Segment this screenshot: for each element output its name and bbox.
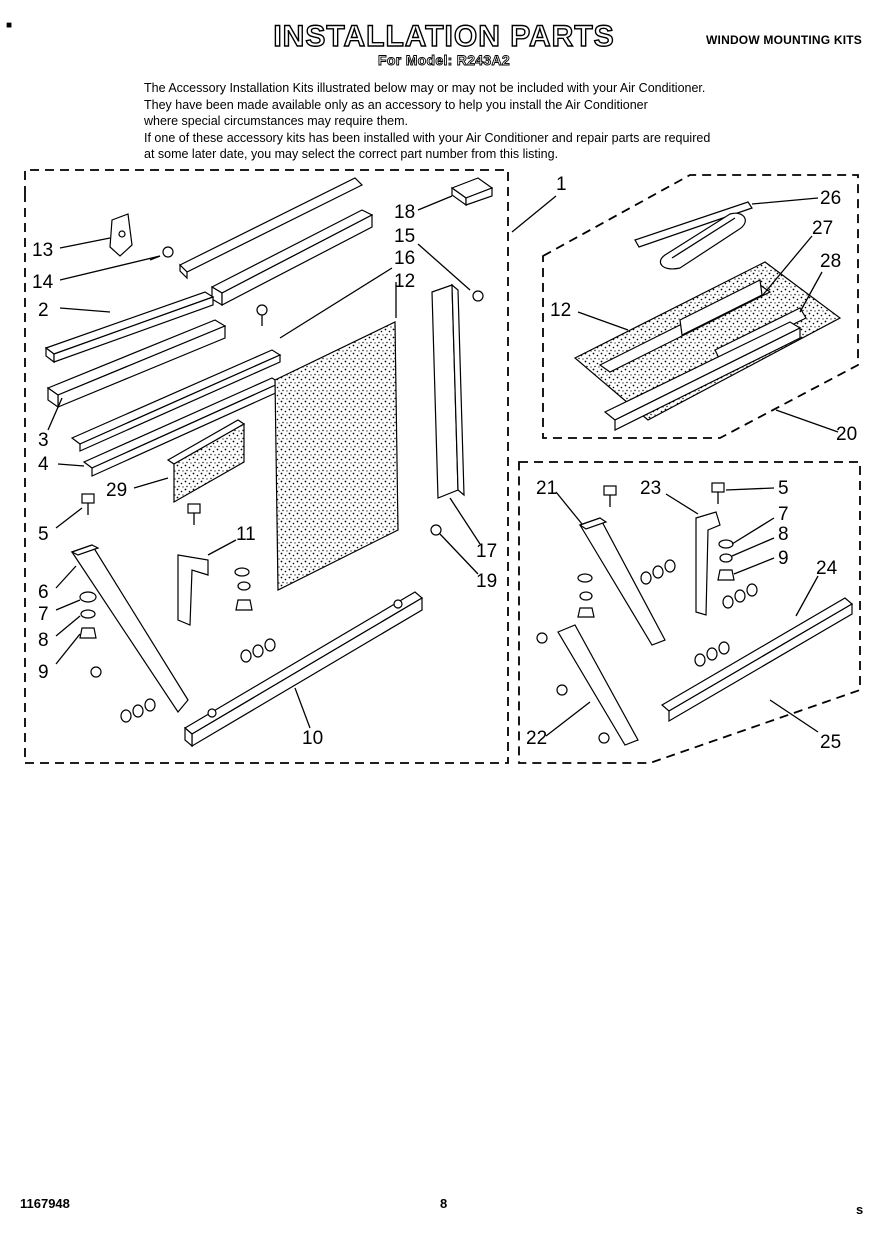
foam-block-12-kit xyxy=(573,261,842,421)
callout-5-left: 5 xyxy=(38,524,49,545)
long-bar-10 xyxy=(183,591,424,748)
top-rail-part xyxy=(178,177,364,280)
callout-28: 28 xyxy=(820,251,841,272)
cap-part-18 xyxy=(450,177,494,207)
hardware-stack-right xyxy=(536,482,758,744)
long-bar-24 xyxy=(660,597,854,723)
callout-20: 20 xyxy=(836,424,857,445)
callout-10: 10 xyxy=(302,728,323,749)
bracket-part-13 xyxy=(109,213,133,257)
screw-part-mid xyxy=(256,304,268,326)
screw-part-15 xyxy=(472,290,484,302)
callout-24: 24 xyxy=(816,558,838,579)
support-arm-22 xyxy=(557,624,639,746)
kit-boundary-bracket xyxy=(518,461,861,764)
intro-line: They have been made available only as an… xyxy=(144,97,648,112)
intro-line: at some later date, you may select the c… xyxy=(144,147,559,162)
callout-9-right: 9 xyxy=(778,548,789,569)
intro-text: The Accessory Installation Kits illustra… xyxy=(144,80,844,163)
callout-6: 6 xyxy=(38,582,49,603)
callout-19: 19 xyxy=(476,571,497,592)
footer-mark: s xyxy=(856,1202,864,1217)
callout-22: 22 xyxy=(526,728,547,749)
callout-14: 14 xyxy=(32,272,54,293)
foam-panel-12 xyxy=(274,321,399,591)
callout-1: 1 xyxy=(556,174,567,195)
callout-18: 18 xyxy=(394,202,415,223)
callout-21: 21 xyxy=(536,478,557,499)
leader-lines xyxy=(47,195,839,737)
section-header: WINDOW MOUNTING KITS xyxy=(706,33,862,47)
foam-strip-26 xyxy=(634,201,753,270)
channel-rail-part xyxy=(210,209,374,307)
callout-7-left: 7 xyxy=(38,604,49,625)
bolt-part-5 xyxy=(81,493,95,515)
support-arm-6 xyxy=(70,544,189,714)
intro-line: If one of these accessory kits has been … xyxy=(144,130,711,145)
corner-mark: ■ xyxy=(6,20,13,31)
foam-block-29 xyxy=(166,419,246,504)
callout-8-left: 8 xyxy=(38,630,49,651)
document-number: 1167948 xyxy=(20,1196,70,1211)
strip-part-16 xyxy=(70,349,282,452)
bracket-part-23 xyxy=(695,511,721,616)
screw-part-14 xyxy=(149,246,174,261)
screw-part-19 xyxy=(430,524,442,536)
model-subtitle: For Model: R243A2 xyxy=(378,52,511,69)
callout-11: 11 xyxy=(236,524,256,545)
page-title: INSTALLATION PARTS xyxy=(273,19,615,53)
vertical-channel-17 xyxy=(431,283,465,499)
channel-part-20 xyxy=(603,321,802,431)
callout-8-right: 8 xyxy=(778,524,789,545)
callout-25: 25 xyxy=(820,732,841,753)
callout-5-right: 5 xyxy=(778,478,789,499)
callout-29: 29 xyxy=(106,480,127,501)
kit-boundary-foam xyxy=(542,174,859,439)
bolt-part-11b xyxy=(187,503,201,525)
page-number: 8 xyxy=(440,1196,448,1211)
hardware-stack-left xyxy=(79,567,276,723)
callout-3: 3 xyxy=(38,430,49,451)
channel-part-3 xyxy=(46,319,227,409)
intro-line: The Accessory Installation Kits illustra… xyxy=(144,81,706,95)
callout-17: 17 xyxy=(476,541,497,562)
callout-23: 23 xyxy=(640,478,661,499)
callout-12-kit: 12 xyxy=(550,300,571,321)
callout-13: 13 xyxy=(32,240,53,261)
callout-16: 16 xyxy=(394,248,415,269)
callout-7-right: 7 xyxy=(778,504,789,525)
callout-2: 2 xyxy=(38,300,49,321)
callout-12-left: 12 xyxy=(394,271,415,292)
callout-26: 26 xyxy=(820,188,841,209)
callout-15: 15 xyxy=(394,226,415,247)
callout-27: 27 xyxy=(812,218,833,239)
support-arm-21 xyxy=(578,517,666,646)
intro-line: where special circumstances may require … xyxy=(144,114,408,129)
callout-4: 4 xyxy=(38,454,49,475)
bracket-part-11 xyxy=(177,554,209,626)
rail-part-2 xyxy=(44,291,215,364)
kit-boundary-left xyxy=(24,169,509,764)
callout-9-left: 9 xyxy=(38,662,49,683)
